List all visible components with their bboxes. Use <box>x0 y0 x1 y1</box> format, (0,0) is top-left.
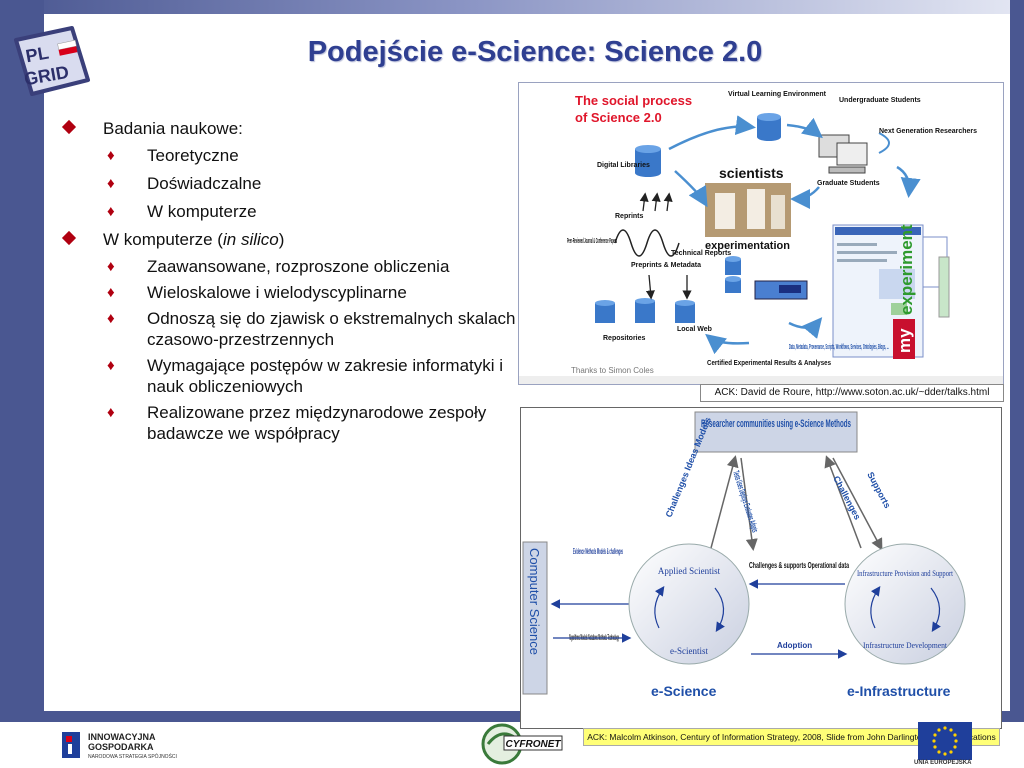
cyfronet-text: CYFRONET <box>506 739 562 750</box>
computer-science-box <box>522 541 548 695</box>
myexperiment-logo: experiment <box>897 224 916 315</box>
myexperiment-my: my <box>895 328 914 353</box>
sub-bullet-text: Realizowane przez międzynarodowe zespoły… <box>147 403 487 443</box>
sub-bullet-text: Doświadczalne <box>147 174 262 193</box>
sub-bullet: ♦ Odnoszą się do zjawisk o ekstremalnych … <box>60 308 520 350</box>
diamond-bullet-icon: ♦ <box>107 404 115 421</box>
label-repositories: Repositories <box>603 335 646 342</box>
eu-flag <box>918 722 972 760</box>
label-preprints: Preprints & Metadata <box>631 262 701 269</box>
label-einfrastructure: e-Infrastructure <box>847 683 951 699</box>
label-graduate: Graduate Students <box>817 180 880 187</box>
top-band <box>0 0 1024 14</box>
label-technical-reports: Technical Reports <box>671 250 731 257</box>
label-reprints: Reprints <box>615 213 644 220</box>
arrow-label-challenges: Challenges Ideas Models <box>664 416 713 519</box>
bullet-italic: in silico <box>222 230 279 249</box>
bullet-text: Badania naukowe: <box>103 119 243 138</box>
sub-bullet: ♦ Wymagające postępów w zakresie informat… <box>60 355 520 397</box>
sub-bullet-text: Zaawansowane, rozproszone obliczenia <box>147 257 450 276</box>
bullet-in-silico: W komputerze (in silico) <box>60 229 520 250</box>
label-nextgen: Next Generation Researchers <box>879 128 977 135</box>
cyfronet-logo: CYFRONET <box>481 723 563 765</box>
sub-bullet-text: Teoretyczne <box>147 146 239 165</box>
eu-label: UNIA EUROPEJSKA <box>914 760 972 766</box>
figure2-caption: ACK: Malcolm Atkinson, Century of Inform… <box>583 728 1000 746</box>
sub-bullet: ♦ Zaawansowane, rozproszone obliczenia <box>60 256 520 277</box>
diamond-bullet-icon: ♦ <box>107 310 115 327</box>
label-digital-libraries: Digital Libraries <box>597 162 650 169</box>
svg-text:Virtual Learning Environment: Virtual Learning Environment <box>728 91 827 98</box>
bottom-band <box>0 711 1024 722</box>
escience-diagram: Researcher communities using e-Science M… <box>520 407 1002 729</box>
ig-line1: INNOWACYJNA <box>88 732 156 742</box>
database-icon <box>635 145 661 177</box>
arrow-label-challenges-right: Challenges <box>831 474 862 521</box>
diamond-bullet-icon: ♦ <box>107 357 115 374</box>
label-infra-development: Infrastructure Development <box>863 641 948 650</box>
diamond-bullet-icon: ♦ <box>107 147 115 164</box>
label-escience: e-Science <box>651 683 717 699</box>
label-undergrad: Undergraduate Students <box>839 97 921 104</box>
label-peer-reviewed: Peer-Reviewed Journal & Conference Paper… <box>567 238 617 245</box>
logo-line1: PL <box>24 43 50 67</box>
diamond-bullet-icon <box>61 119 77 135</box>
label-scientists: scientists <box>719 165 784 181</box>
label-escientist: e-Scientist <box>670 646 708 656</box>
ig-line2: GOSPODARKA <box>88 742 154 752</box>
database-icon <box>757 113 781 141</box>
sub-bullet-text: Odnoszą się do zjawisk o ekstremalnych s… <box>147 309 516 349</box>
sub-bullet-text: Wieloskalowe i wielodyscyplinarne <box>147 283 407 302</box>
label-experimentation: experimentation <box>705 240 790 252</box>
ig-subtitle: NARODOWA STRATEGIA SPÓJNOŚCI <box>88 754 177 760</box>
right-band <box>1010 0 1024 768</box>
diamond-bullet-icon <box>61 230 77 246</box>
arrow-label-tests: Tests Uses Deploys Evaluates Adapts <box>731 470 760 534</box>
escience-sphere <box>628 543 750 665</box>
bullet-research: Badania naukowe: <box>60 118 520 139</box>
label-certified: Certified Experimental Results & Analyse… <box>707 360 831 367</box>
label-data-metadata: Data, Metadata, Provenance, Scripts, Wor… <box>789 344 889 351</box>
sub-bullet: ♦ Realizowane przez międzynarodowe zespoł… <box>60 402 520 444</box>
diamond-bullet-icon: ♦ <box>107 284 115 301</box>
computer-icon <box>818 134 868 174</box>
label-local-web: Local Web <box>677 326 712 333</box>
bullet-text: ) <box>278 230 285 249</box>
communities-label: Researcher communities using e-Science M… <box>701 418 851 430</box>
label-evidence: Evidence Methods Models & challenges <box>573 547 623 556</box>
bullet-list: Badania naukowe: ♦ Teoretyczne ♦ Doświadcz… <box>60 118 520 449</box>
plgrid-logo: PL GRID <box>14 26 90 96</box>
slide-title: Podejście e-Science: Science 2.0 <box>307 36 763 68</box>
arrow-label-supports: Supports <box>865 470 892 510</box>
bullet-text: W komputerze ( <box>103 230 223 249</box>
innowacyjna-gospodarka-logo <box>62 732 80 758</box>
diamond-bullet-icon: ♦ <box>107 258 115 275</box>
left-band <box>0 0 44 768</box>
sub-bullet: ♦ Teoretyczne <box>60 145 520 166</box>
database-icon <box>725 256 741 293</box>
label-challenges-supports: Challenges & supports Operational data <box>749 561 849 570</box>
figure1-caption: ACK: David de Roure, http://www.soton.ac… <box>700 384 1004 402</box>
star-icon <box>932 726 958 756</box>
computer-science-label: Computer Science <box>527 548 542 655</box>
sub-bullet: ♦ Wieloskalowe i wielodyscyplinarne <box>60 282 520 303</box>
lab-instrument-icon <box>754 280 808 300</box>
label-vle: Virtual Learning Environment <box>728 91 827 98</box>
einfrastructure-sphere <box>844 543 966 665</box>
sub-bullet: ♦ Doświadczalne <box>60 173 520 194</box>
label-adoption: Adoption <box>777 641 812 650</box>
sub-bullet-text: W komputerze <box>147 202 257 221</box>
diamond-bullet-icon: ♦ <box>107 175 115 192</box>
sub-bullet-text: Wymagające postępów w zakresie informaty… <box>147 356 504 396</box>
communities-box <box>694 411 858 453</box>
diamond-bullet-icon: ♦ <box>107 203 115 220</box>
label-thanks: Thanks to Simon Coles <box>571 366 654 375</box>
database-icon <box>595 298 695 323</box>
label-applied-scientist: Applied Scientist <box>658 566 721 576</box>
sub-bullet: ♦ W komputerze <box>60 201 520 222</box>
label-infra-provision: Infrastructure Provision and Support <box>857 569 954 578</box>
